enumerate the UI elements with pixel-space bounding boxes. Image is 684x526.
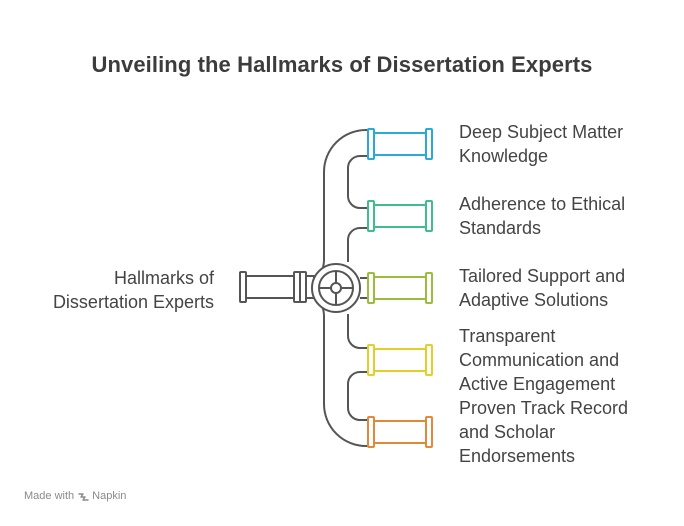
item-label-line: Communication and xyxy=(459,350,620,370)
footer-brand-name: Napkin xyxy=(92,490,127,502)
footer-brand: Napkin xyxy=(78,490,126,502)
pipe-segment-1 xyxy=(367,128,433,160)
item-label-line: Knowledge xyxy=(459,146,549,166)
item-label-1: Deep Subject Matter Knowledge xyxy=(459,120,623,168)
footer-made-with: Made with xyxy=(24,490,75,502)
item-label-line: Tailored Support and xyxy=(459,266,626,286)
item-label-line: Adaptive Solutions xyxy=(459,290,609,310)
item-label-line: Proven Track Record xyxy=(459,398,629,418)
hub-label-line: Hallmarks of xyxy=(113,268,214,288)
item-label-line: Standards xyxy=(459,218,542,238)
item-label-5: Proven Track Record and Scholar Endorsem… xyxy=(459,396,628,468)
item-label-2: Adherence to Ethical Standards xyxy=(459,192,625,240)
valve-icon xyxy=(311,263,361,313)
item-label-line: Endorsements xyxy=(459,446,576,466)
hub-label-line: Dissertation Experts xyxy=(52,292,214,312)
pipe-segment-4 xyxy=(367,344,433,376)
item-label-line: Deep Subject Matter xyxy=(459,122,624,142)
napkin-logo-icon xyxy=(78,492,89,501)
item-label-line: Adherence to Ethical xyxy=(459,194,626,214)
item-label-line: and Scholar xyxy=(459,422,556,442)
hub-label: Hallmarks of Dissertation Experts xyxy=(53,266,214,314)
item-label-4: Transparent Communication and Active Eng… xyxy=(459,324,619,396)
footer-attribution[interactable]: Made with Napkin xyxy=(24,490,126,502)
pipe-segment-3 xyxy=(367,272,433,304)
item-label-3: Tailored Support and Adaptive Solutions xyxy=(459,264,625,312)
inlet-pipe xyxy=(239,271,315,303)
item-label-line: Transparent xyxy=(459,326,556,346)
item-label-line: Active Engagement xyxy=(459,374,616,394)
pipe-segment-2 xyxy=(367,200,433,232)
diagram-title: Unveiling the Hallmarks of Dissertation … xyxy=(91,52,593,77)
pipe-segment-5 xyxy=(367,416,433,448)
